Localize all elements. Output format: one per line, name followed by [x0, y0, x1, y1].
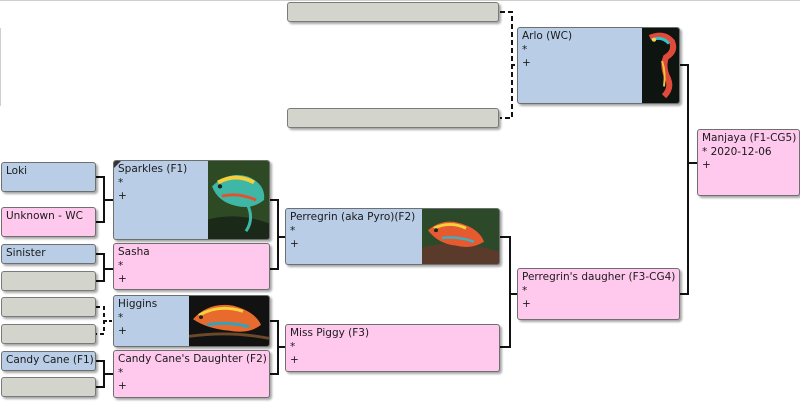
- animal-name: Candy Cane's Daughter (F2): [118, 353, 267, 365]
- death-marker: +: [118, 325, 127, 337]
- death-marker: +: [702, 159, 711, 171]
- empty-slot[interactable]: [1, 271, 96, 291]
- animal-name: Loki: [6, 165, 28, 177]
- birth-marker: *: [290, 224, 296, 237]
- empty-slot[interactable]: [1, 324, 96, 344]
- chameleon-photo: [642, 28, 679, 103]
- death-marker: +: [522, 298, 531, 310]
- death-marker: +: [290, 354, 299, 366]
- g5-card-loki[interactable]: Loki: [1, 162, 96, 192]
- animal-name: Manjaya (F1-CG5): [702, 132, 797, 144]
- dam-card[interactable]: Perregrin's daugher (F3-CG4) * +: [517, 268, 680, 320]
- death-marker: +: [118, 380, 127, 392]
- birth-marker: *: [118, 259, 124, 272]
- chameleon-photo: [422, 209, 499, 264]
- dam-sire-dam-card[interactable]: Sasha * +: [113, 243, 270, 290]
- dam-sire-sire-card[interactable]: Sparkles (F1) * +: [113, 160, 270, 240]
- dam-dam-sire-card[interactable]: Higgins * +: [113, 295, 270, 347]
- animal-name: Sasha: [118, 246, 150, 258]
- birth-marker: *: [118, 311, 124, 324]
- left-border: [0, 28, 1, 106]
- death-marker: +: [522, 57, 531, 69]
- birth-marker: *: [522, 43, 528, 56]
- animal-name: Arlo (WC): [522, 30, 573, 42]
- animal-name: Sparkles (F1): [118, 163, 188, 175]
- top-border: [0, 0, 800, 1]
- animal-name: Perregrin (aka Pyro)(F2): [290, 211, 416, 223]
- animal-name: Sinister: [6, 247, 46, 259]
- birth-marker: *: [118, 366, 124, 379]
- birth-date: * 2020-12-06: [702, 145, 772, 158]
- chameleon-photo: [189, 296, 269, 346]
- death-marker: +: [118, 190, 127, 202]
- dam-dam-dam-card[interactable]: Candy Cane's Daughter (F2) * +: [113, 350, 270, 398]
- dam-sire-card[interactable]: Perregrin (aka Pyro)(F2) * +: [285, 208, 500, 265]
- death-marker: +: [118, 273, 127, 285]
- g5-card-candy-cane[interactable]: Candy Cane (F1): [1, 351, 96, 371]
- empty-slot[interactable]: [287, 2, 499, 22]
- empty-slot[interactable]: [287, 108, 499, 128]
- g5-card-unknown[interactable]: Unknown - WC: [1, 207, 96, 237]
- birth-marker: *: [290, 340, 296, 353]
- birth-marker: *: [522, 284, 528, 297]
- corner-triangle-icon: [114, 161, 121, 168]
- animal-name: Higgins: [118, 298, 158, 310]
- chameleon-photo: [208, 161, 269, 239]
- root-card[interactable]: Manjaya (F1-CG5) * 2020-12-06 +: [697, 129, 800, 196]
- empty-slot[interactable]: [1, 377, 96, 397]
- animal-name: Miss Piggy (F3): [290, 327, 370, 339]
- animal-name: Unknown - WC: [6, 210, 83, 222]
- animal-name: Perregrin's daugher (F3-CG4): [522, 271, 676, 283]
- death-marker: +: [290, 238, 299, 250]
- empty-slot[interactable]: [1, 297, 96, 317]
- sire-card[interactable]: Arlo (WC) * +: [517, 27, 680, 104]
- animal-name: Candy Cane (F1): [6, 354, 94, 366]
- g5-card-sinister[interactable]: Sinister: [1, 244, 96, 264]
- dam-dam-card[interactable]: Miss Piggy (F3) * +: [285, 324, 500, 372]
- birth-marker: *: [118, 176, 124, 189]
